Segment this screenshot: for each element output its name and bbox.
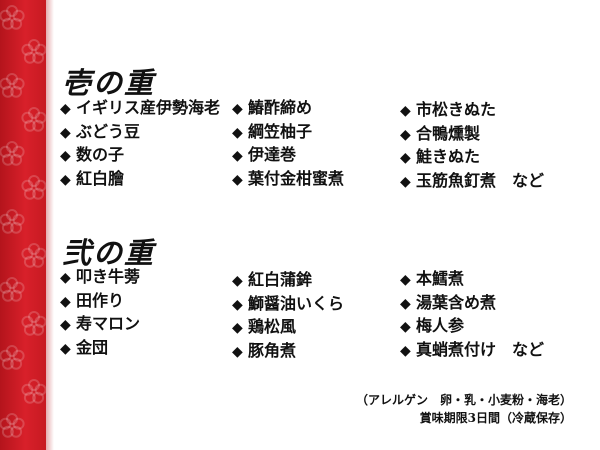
menu-item: ◆湯葉含め煮: [400, 292, 497, 312]
menu-column: ◆紅白蒲鉾 ◆鰤醤油いくら ◆鶏松風 ◆豚角煮: [232, 269, 344, 363]
menu-column: ◆市松きぬた ◆合鴨燻製 ◆鮭きぬた ◆玉筋魚釘煮 など: [400, 99, 544, 193]
menu-item: ◆伊達巻: [232, 145, 297, 164]
floral-pattern-icon: [0, 5, 46, 438]
menu-item: ◆綱笠柚子: [232, 121, 313, 141]
menu-item: ◆ぶどう豆: [60, 121, 141, 141]
expiry-note: 賞味期限3日間（冷蔵保存）: [419, 411, 572, 425]
menu-item: ◆紅白膾: [60, 168, 125, 188]
allergen-note: （アレルゲン 卵・乳・小麦粉・海老）: [355, 393, 572, 407]
menu-item: ◆金団: [60, 337, 109, 357]
menu-item: ◆鰤醤油いくら: [232, 293, 345, 313]
menu-column: ◆叩き牛蒡 ◆田作り ◆寿マロン ◆金団: [60, 266, 140, 360]
red-side-band: [0, 0, 46, 450]
section-title-ichi: 壱の重: [62, 66, 156, 100]
menu-item: ◆鶏松風: [232, 317, 297, 336]
menu-item: ◆玉筋魚釘煮 など: [400, 170, 545, 190]
menu-item: ◆数の子: [60, 145, 125, 164]
menu-item: ◆叩き牛蒡: [60, 267, 141, 286]
menu-column: ◆イギリス産伊勢海老 ◆ぶどう豆 ◆数の子 ◆紅白膾: [60, 97, 220, 191]
menu-item: ◆鮭きぬた: [400, 147, 481, 166]
menu-item: ◆イギリス産伊勢海老: [60, 98, 221, 117]
menu-item: ◆梅人参: [400, 316, 465, 335]
menu-item: ◆鰆酢締め: [232, 98, 313, 117]
menu-item: ◆市松きぬた: [400, 100, 497, 119]
section-title-ni: 弐の重: [62, 236, 156, 270]
menu-column: ◆鰆酢締め ◆綱笠柚子 ◆伊達巻 ◆葉付金柑蜜煮: [232, 97, 344, 191]
menu-item: ◆豚角煮: [232, 340, 297, 360]
menu-item: ◆真蛸煮付け など: [400, 339, 545, 359]
band-shadow: [46, 0, 54, 450]
menu-item: ◆田作り: [60, 290, 125, 310]
menu-item: ◆寿マロン: [60, 314, 141, 333]
menu-item: ◆本鱈煮: [400, 269, 465, 288]
menu-item: ◆紅白蒲鉾: [232, 270, 313, 289]
menu-item: ◆葉付金柑蜜煮: [232, 168, 345, 188]
menu-item: ◆合鴨燻製: [400, 123, 481, 143]
menu-column: ◆本鱈煮 ◆湯葉含め煮 ◆梅人参 ◆真蛸煮付け など: [400, 268, 544, 362]
